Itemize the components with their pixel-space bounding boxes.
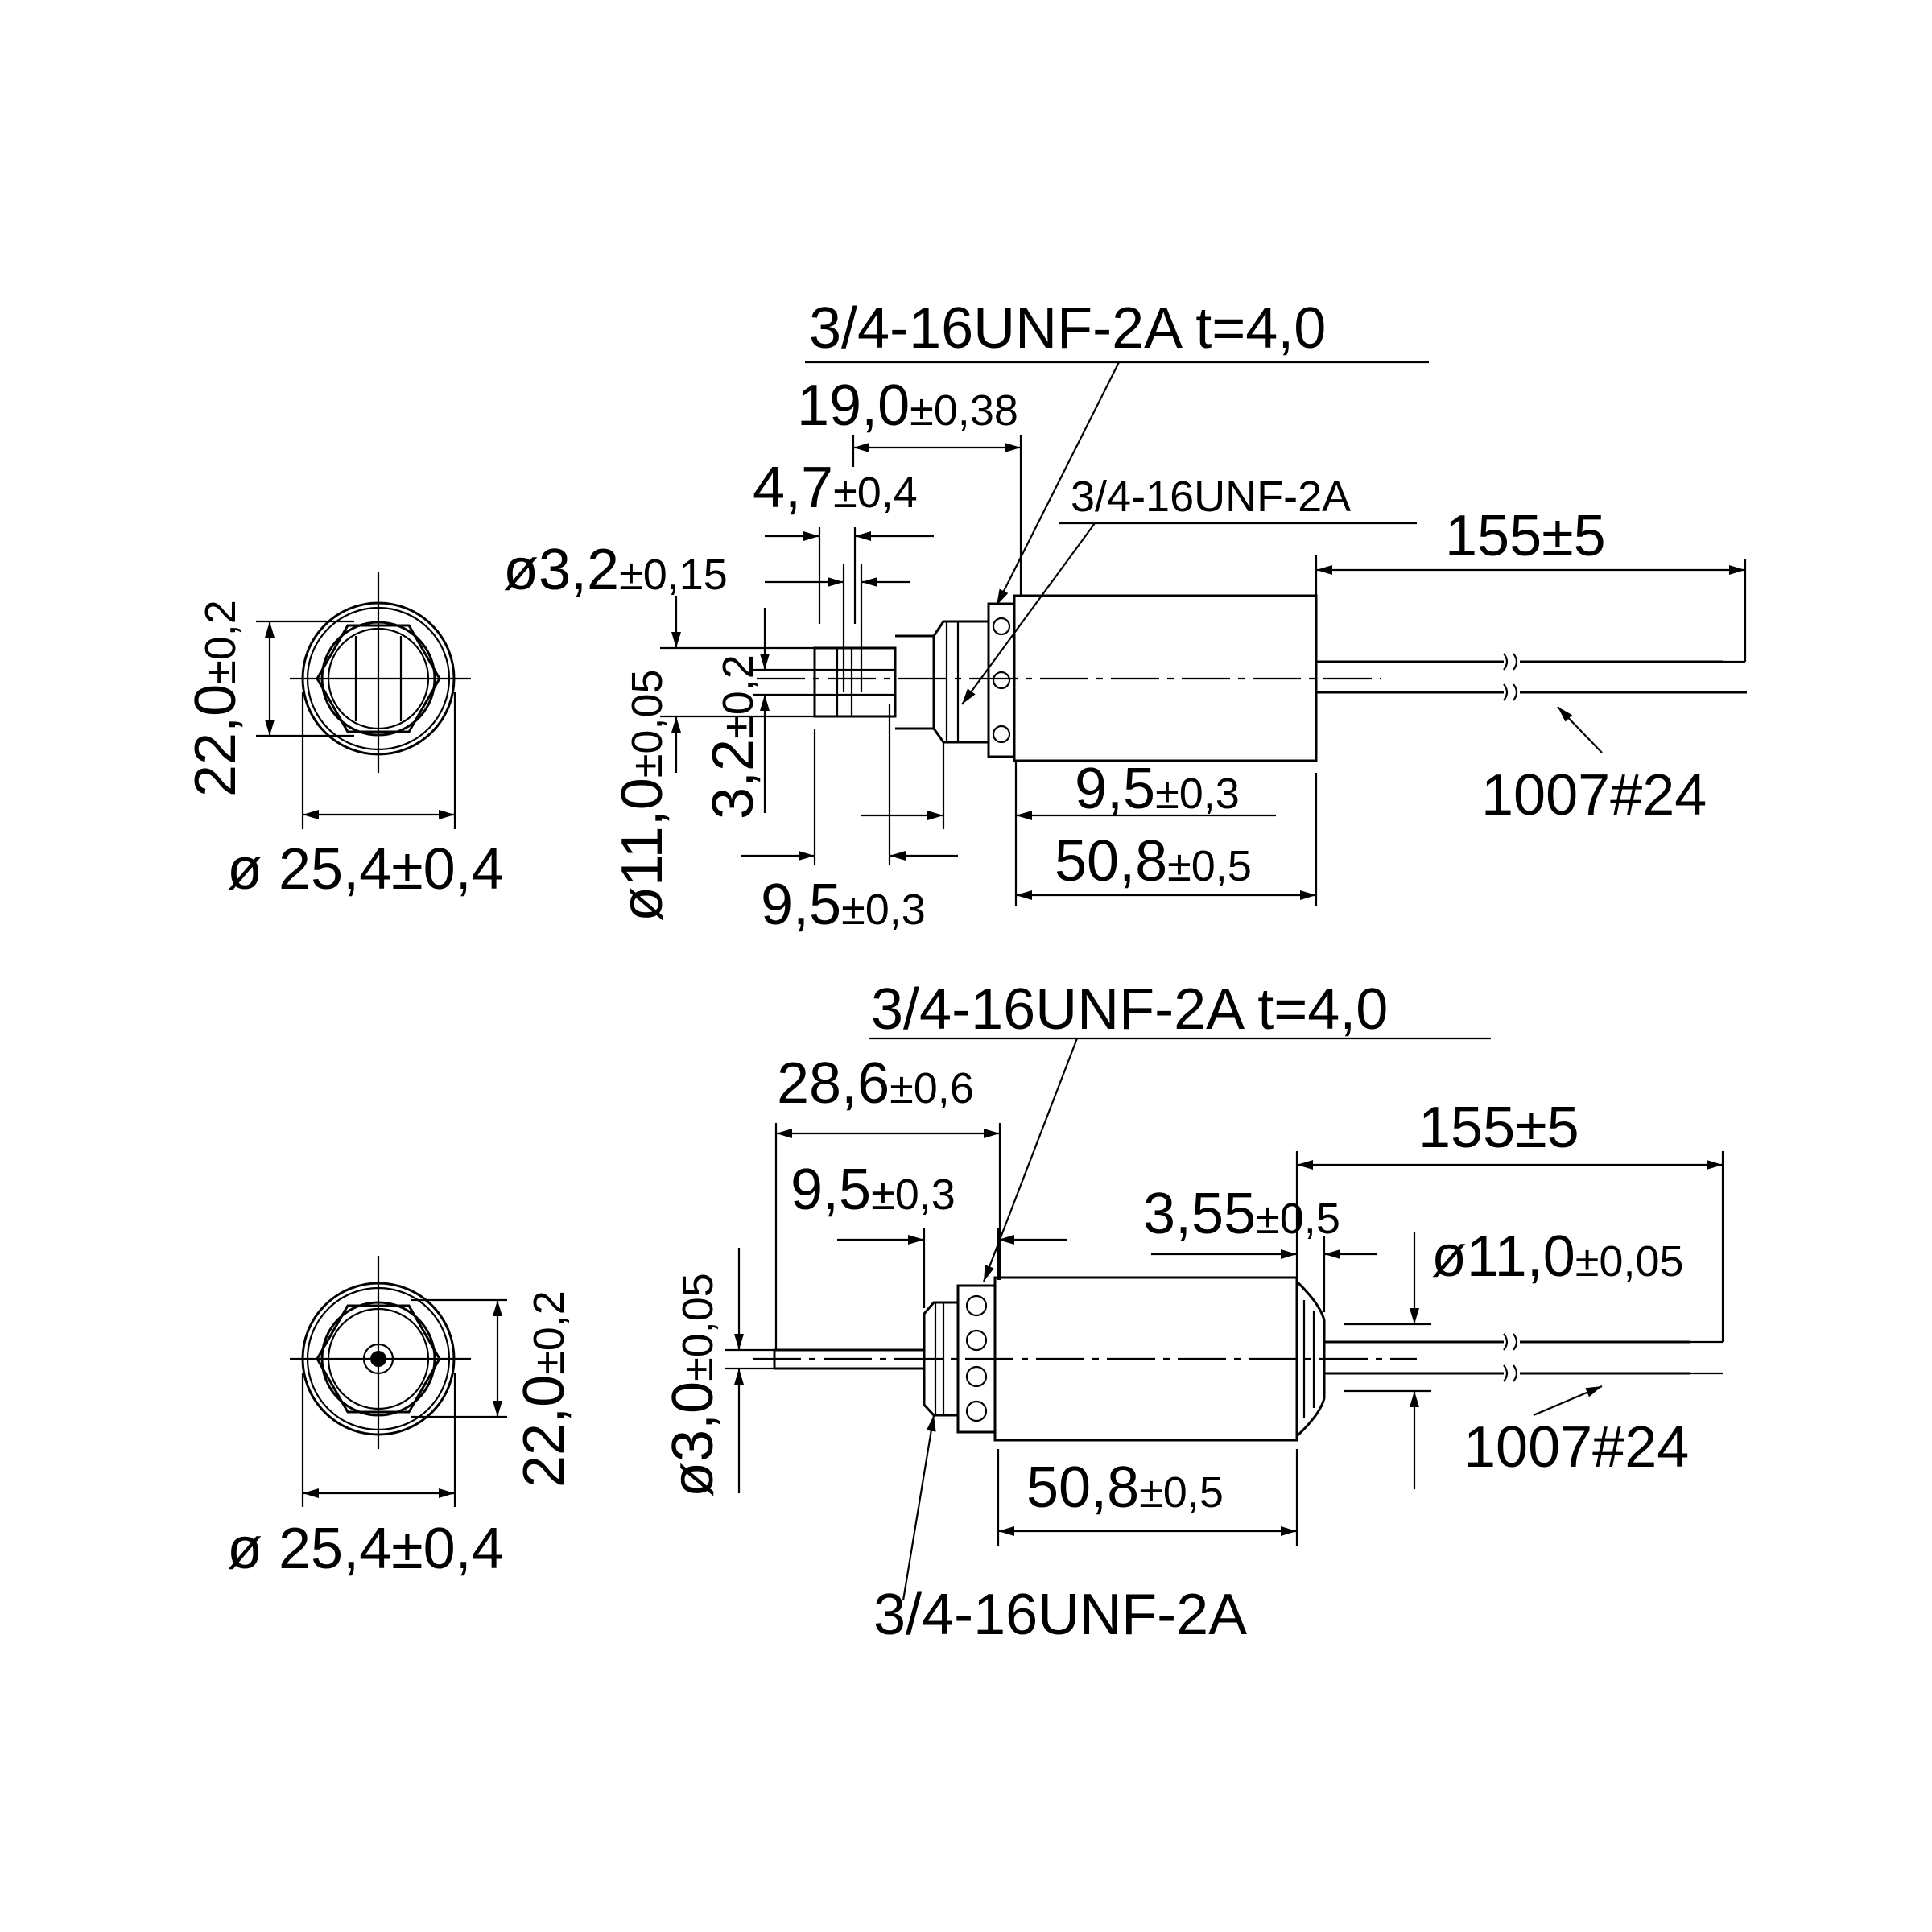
bottom-508-label: 50,8±0,5: [1026, 1455, 1224, 1520]
top-19-label: 19,0±0,38: [797, 374, 1018, 438]
bottom-30dia-label: ø3,0±0,05: [661, 1273, 725, 1497]
top-32dia-label: ø3,2±0,15: [503, 538, 728, 602]
top-32-label: 3,2±0,2: [701, 654, 766, 819]
top-wire-label: 1007#24: [1481, 763, 1707, 828]
top-11dia-label: ø11,0±0,05: [610, 669, 675, 922]
top-95-left-label: 9,5±0,3: [761, 873, 926, 937]
top-508-label: 50,8±0,5: [1055, 829, 1252, 894]
bottom-end-view: [290, 1256, 507, 1507]
top-end-diameter-label: ø 25,4±0,4: [227, 837, 504, 902]
top-end-height-label: 22,0±0,2: [184, 600, 248, 797]
bottom-thread-t-label: 3/4-16UNF-2A t=4,0: [871, 977, 1388, 1042]
bottom-wire-label: 1007#24: [1463, 1415, 1689, 1480]
bottom-95-label: 9,5±0,3: [791, 1158, 956, 1222]
bottom-thread-label: 3/4-16UNF-2A: [873, 1583, 1247, 1647]
top-thread-label: 3/4-16UNF-2A: [1071, 473, 1351, 521]
bottom-355-label: 3,55±0,5: [1143, 1182, 1340, 1246]
top-side-view: [660, 361, 1747, 906]
top-end-view: [256, 572, 471, 829]
bottom-end-diameter-label: ø 25,4±0,4: [227, 1517, 504, 1581]
bottom-11dia-label: ø11,0±0,05: [1431, 1224, 1684, 1289]
top-155-label: 155±5: [1445, 504, 1606, 568]
bottom-side-view: [724, 1037, 1724, 1601]
top-47-label: 4,7±0,4: [753, 456, 918, 520]
top-95-right-label: 9,5±0,3: [1075, 757, 1240, 821]
bottom-155-label: 155±5: [1418, 1096, 1579, 1160]
top-thread-t-label: 3/4-16UNF-2A t=4,0: [809, 296, 1326, 361]
bottom-end-height-label: 22,0±0,2: [512, 1290, 576, 1488]
bottom-286-label: 28,6±0,6: [777, 1051, 974, 1116]
